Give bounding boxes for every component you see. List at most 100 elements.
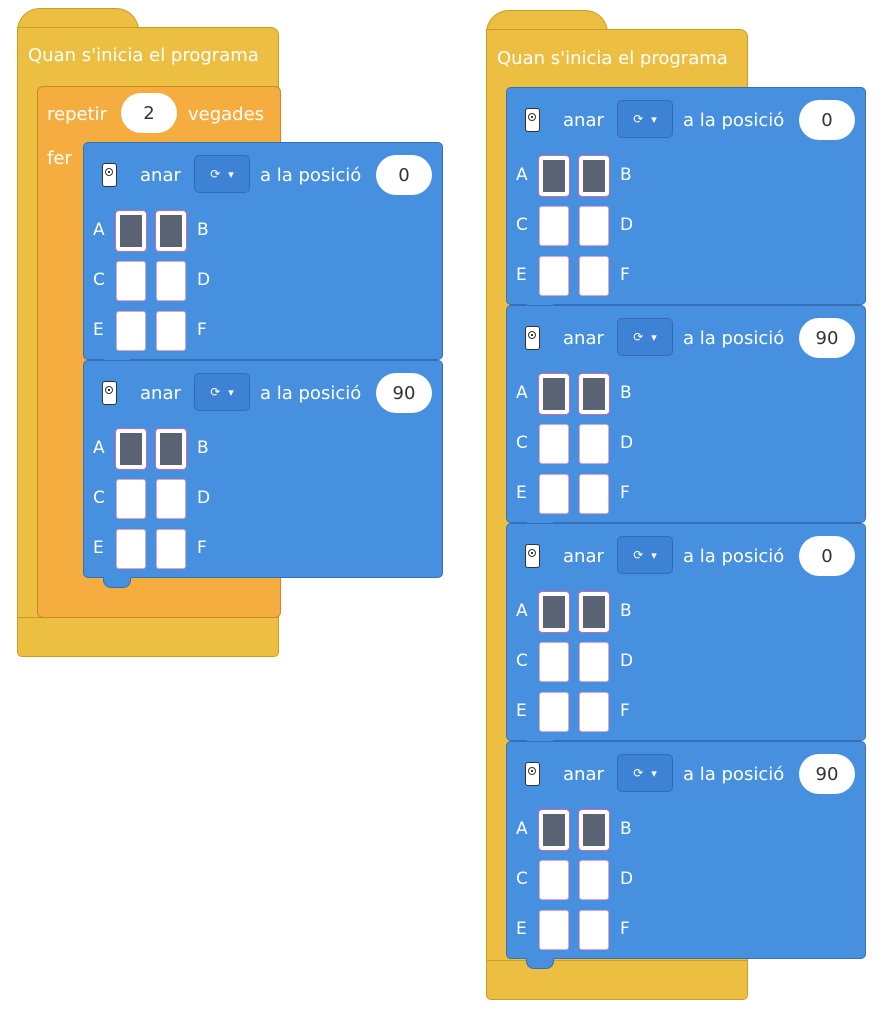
direction-dropdown[interactable]: ⟳▾ xyxy=(617,100,673,138)
to-position-label: a la posició xyxy=(683,110,785,131)
pin-toggle-e[interactable] xyxy=(539,474,569,514)
pin-toggle-c[interactable] xyxy=(539,642,569,682)
chevron-down-icon: ▾ xyxy=(651,548,657,562)
pin-label: D xyxy=(197,270,211,290)
position-input[interactable]: 90 xyxy=(799,318,855,358)
pin-toggle-a[interactable] xyxy=(538,809,570,851)
start-event-block[interactable] xyxy=(486,29,748,87)
rotate-icon: ⟳ xyxy=(633,112,644,126)
direction-dropdown[interactable]: ⟳▾ xyxy=(194,373,250,411)
pin-toggle-a[interactable] xyxy=(115,428,147,470)
rotate-icon: ⟳ xyxy=(633,330,644,344)
pin-label: A xyxy=(516,165,528,185)
pin-label: C xyxy=(516,651,528,671)
servo-board-icon xyxy=(525,108,540,132)
pin-toggle-c[interactable] xyxy=(116,261,146,301)
pin-toggle-d[interactable] xyxy=(579,424,609,464)
pin-toggle-b[interactable] xyxy=(578,809,610,851)
pin-toggle-d[interactable] xyxy=(579,860,609,900)
go-label: anar xyxy=(140,165,181,186)
pin-toggle-a[interactable] xyxy=(538,591,570,633)
pin-toggle-e[interactable] xyxy=(539,256,569,296)
chevron-down-icon: ▾ xyxy=(651,112,657,126)
pin-toggle-b[interactable] xyxy=(155,428,187,470)
pin-toggle-c[interactable] xyxy=(539,206,569,246)
pin-label: A xyxy=(516,601,528,621)
pin-label: B xyxy=(620,165,632,185)
servo-board-icon xyxy=(525,762,540,786)
pin-label: C xyxy=(516,433,528,453)
pin-label: D xyxy=(620,651,634,671)
pin-label: D xyxy=(620,215,634,235)
pin-toggle-e[interactable] xyxy=(116,311,146,351)
pin-toggle-b[interactable] xyxy=(578,373,610,415)
pin-label: A xyxy=(93,220,105,240)
position-input[interactable]: 0 xyxy=(799,536,855,576)
rotate-icon: ⟳ xyxy=(210,385,221,399)
rotate-icon: ⟳ xyxy=(633,548,644,562)
pin-toggle-b[interactable] xyxy=(155,210,187,252)
pin-toggle-e[interactable] xyxy=(539,692,569,732)
pin-toggle-e[interactable] xyxy=(116,529,146,569)
pin-label: F xyxy=(620,483,630,503)
to-position-label: a la posició xyxy=(683,546,785,567)
pin-label: B xyxy=(620,383,632,403)
direction-dropdown[interactable]: ⟳▾ xyxy=(617,318,673,356)
pin-toggle-d[interactable] xyxy=(579,206,609,246)
servo-board-icon xyxy=(525,326,540,350)
pin-label: F xyxy=(197,538,207,558)
pin-label: F xyxy=(620,919,630,939)
pin-toggle-c[interactable] xyxy=(539,860,569,900)
chevron-down-icon: ▾ xyxy=(651,766,657,780)
position-input[interactable]: 0 xyxy=(376,155,432,195)
go-label: anar xyxy=(140,383,181,404)
pin-toggle-f[interactable] xyxy=(156,529,186,569)
pin-label: F xyxy=(197,320,207,340)
pin-toggle-e[interactable] xyxy=(539,910,569,950)
hat-foot xyxy=(17,617,279,657)
pin-toggle-a[interactable] xyxy=(115,210,147,252)
pin-toggle-c[interactable] xyxy=(116,479,146,519)
pin-toggle-f[interactable] xyxy=(156,311,186,351)
pin-label: C xyxy=(516,869,528,889)
chevron-down-icon: ▾ xyxy=(228,167,234,181)
pin-label: D xyxy=(197,488,211,508)
pin-toggle-b[interactable] xyxy=(578,591,610,633)
servo-board-icon xyxy=(102,163,117,187)
pin-toggle-d[interactable] xyxy=(156,479,186,519)
pin-toggle-a[interactable] xyxy=(538,373,570,415)
pin-label: A xyxy=(516,383,528,403)
repeat-count-input[interactable]: 2 xyxy=(121,93,177,133)
servo-board-icon xyxy=(525,544,540,568)
position-input[interactable]: 90 xyxy=(376,373,432,413)
direction-dropdown[interactable]: ⟳▾ xyxy=(194,155,250,193)
position-input[interactable]: 90 xyxy=(799,754,855,794)
pin-toggle-b[interactable] xyxy=(578,155,610,197)
block-notch xyxy=(103,577,131,588)
pin-toggle-d[interactable] xyxy=(156,261,186,301)
pin-toggle-f[interactable] xyxy=(579,692,609,732)
direction-dropdown[interactable]: ⟳▾ xyxy=(617,536,673,574)
to-position-label: a la posició xyxy=(260,165,362,186)
pin-toggle-c[interactable] xyxy=(539,424,569,464)
pin-label: F xyxy=(620,701,630,721)
block-notch xyxy=(526,958,554,969)
pin-toggle-f[interactable] xyxy=(579,256,609,296)
rotate-icon: ⟳ xyxy=(633,766,644,780)
pin-toggle-f[interactable] xyxy=(579,910,609,950)
pin-toggle-d[interactable] xyxy=(579,642,609,682)
pin-toggle-a[interactable] xyxy=(538,155,570,197)
chevron-down-icon: ▾ xyxy=(228,385,234,399)
pin-label: D xyxy=(620,433,634,453)
position-input[interactable]: 0 xyxy=(799,100,855,140)
pin-label: B xyxy=(620,819,632,839)
direction-dropdown[interactable]: ⟳▾ xyxy=(617,754,673,792)
pin-toggle-f[interactable] xyxy=(579,474,609,514)
pin-label: E xyxy=(93,320,104,340)
